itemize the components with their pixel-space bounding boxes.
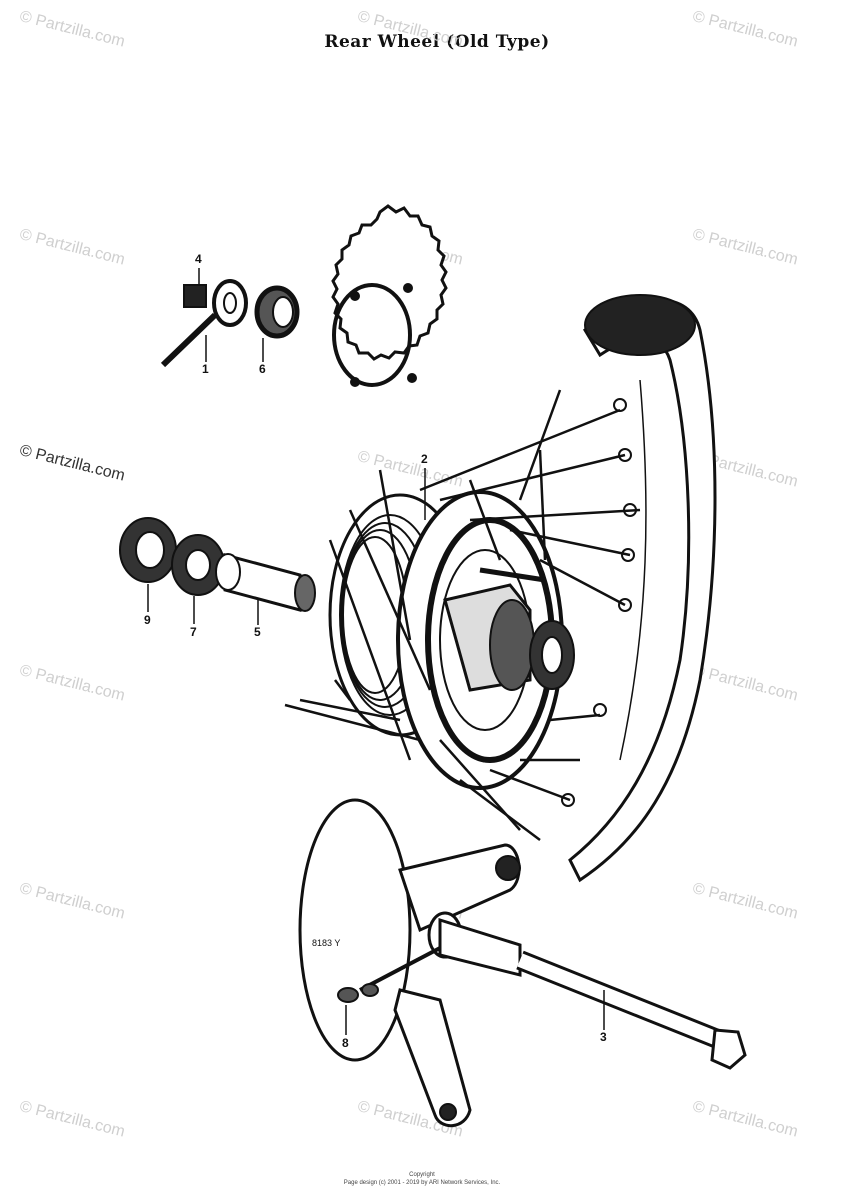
callout-6: 6: [259, 362, 266, 376]
part-marking: 8183 Y: [312, 938, 341, 948]
rear-hub: [328, 490, 575, 790]
callout-4: 4: [195, 252, 202, 266]
rear-sprocket: [331, 204, 448, 387]
callout-7: 7: [190, 625, 197, 639]
brake-panel: [298, 798, 747, 1128]
footer-copyright: Copyright: [409, 1172, 435, 1178]
chain-adjuster: [160, 279, 300, 368]
axle-bearings-and-spacer: [119, 517, 316, 612]
callout-leaders: [147, 268, 605, 1035]
footer-page-design: Page design (c) 2001 - 2019 by ARI Netwo…: [343, 1180, 501, 1186]
callout-9: 9: [144, 613, 151, 627]
diagram-title: Rear Wheel (Old Type): [324, 32, 550, 52]
callout-1: 1: [202, 362, 209, 376]
callout-3: 3: [600, 1030, 607, 1044]
callout-5: 5: [254, 625, 261, 639]
callout-2: 2: [421, 452, 428, 466]
wheel-rim: [561, 294, 717, 883]
spokes: [284, 389, 641, 841]
callout-8: 8: [342, 1036, 349, 1050]
